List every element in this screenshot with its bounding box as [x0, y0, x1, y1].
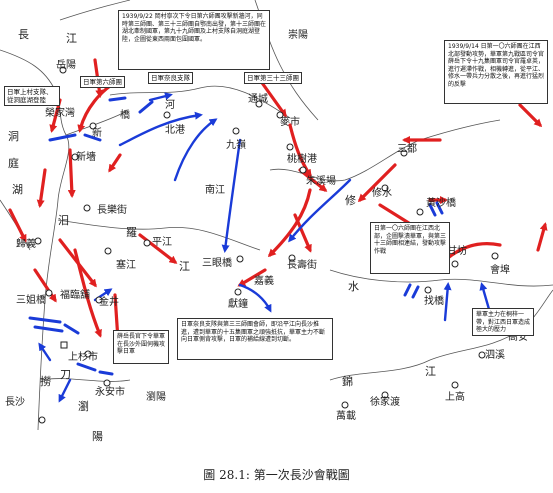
label-shui: 水 [348, 280, 359, 293]
label-dao: 刀 [60, 368, 71, 381]
label-sandu: 三都 [397, 143, 417, 155]
label-beigang: 北港 [165, 124, 185, 136]
label-zhaqiao: 找橋 [424, 294, 444, 307]
note-1939-09-14: 1939/9/14 日第一〇六師團在江西北部發動攻勢，華軍第九戰區司令官薛岳下令… [444, 40, 548, 104]
label-liuyang: 瀏 [78, 399, 89, 413]
label-jiuling: 九嶺 [226, 139, 246, 151]
label-ting: 庭 [8, 156, 19, 170]
label-xiushui2: 修水 [372, 186, 392, 199]
label-yang: 陽 [92, 430, 103, 443]
chinese-counter-arrows [38, 92, 497, 403]
label-jiang: 江 [66, 32, 77, 45]
note-nara-detachment: 日軍奈良支隊與第三三師團會師，即沿平江向長沙推進，遭到華軍的十五集團軍之頑強抵抗… [177, 318, 333, 360]
jp-arrow-18 [237, 268, 267, 287]
cn-arrow-1 [173, 118, 218, 182]
note-chinese-main-force: 華軍主力在桐梓一帶，對江西日軍造成極大的壓力 [472, 308, 534, 336]
cn-arrow-3 [118, 111, 203, 147]
figure-caption: 圖 28.1: 第一次長沙會戰圖 [203, 468, 350, 482]
label-ganfang: 甘坊 [447, 244, 467, 257]
label-chang: 長 [18, 28, 29, 41]
label-jin: 錦 [342, 374, 353, 388]
label-laodao: 撈 [40, 374, 51, 388]
label-guiyi: 歸義 [16, 237, 36, 250]
label-he: 河 [165, 99, 175, 111]
label-xujiadu: 徐家渡 [370, 395, 400, 408]
label-yongan: 永安市 [95, 385, 125, 398]
label-saigong: 塞江 [116, 258, 136, 271]
label-xin: 新 [92, 126, 102, 139]
cn-arrow-11 [148, 92, 173, 102]
label-taoshugang: 桃樹港 [287, 152, 317, 165]
label-jiang2: 江 [179, 260, 190, 273]
label-jiangx: 江 [425, 365, 436, 378]
label-huifu: 會埠 [490, 263, 510, 276]
label-changsha: 長沙 [5, 396, 25, 408]
label-jiayi: 嘉義 [254, 274, 274, 287]
tag-33rd-division: 日軍第三十三師團 [244, 72, 302, 84]
label-huangshaqiao: 黃沙橋 [426, 196, 456, 209]
label-maishi: 麥市 [280, 115, 300, 128]
label-xiushui: 修 [345, 193, 356, 207]
jp-arrow-17 [293, 213, 312, 253]
label-jinjing: 金井 [99, 295, 119, 308]
label-sixi: 泗溪 [485, 349, 505, 361]
label-wanzai: 萬載 [336, 409, 356, 422]
jp-arrow-13 [258, 78, 287, 118]
label-pingjiang: 平江 [152, 236, 172, 248]
cn-arrow-7 [38, 342, 52, 362]
note-106-division: 日第一〇六師團在江西北部，企圖擊潰華軍，與第三十三師團相連結，發動攻擊作戰 [370, 222, 450, 274]
jp-arrow-19 [357, 163, 397, 203]
defense-lines [28, 96, 444, 376]
jp-arrow-5 [36, 168, 47, 208]
jp-arrow-24 [518, 103, 543, 128]
note-xueyue-order: 薛岳長官下令華軍在長沙外圍伺機攻擊日軍 [113, 330, 169, 364]
label-nanjiang: 南江 [205, 183, 225, 196]
jp-arrow-15 [298, 168, 328, 192]
label-yueyang: 岳陽 [56, 59, 76, 71]
label-dongting: 洞 [8, 130, 19, 143]
label-tongcheng: 通城 [248, 93, 268, 105]
jp-arrow-16 [267, 188, 312, 258]
label-sanyanqiao: 三眼橋 [202, 256, 232, 269]
label-fulinpu: 福臨舖 [60, 288, 90, 301]
jp-arrow-6 [8, 208, 27, 243]
label-zhuxichang: 朱溪場 [306, 174, 336, 187]
note-1939-09-22: 1939/9/22 岡村寧次下令日第六師團攻擊新牆河，同時第三師團、第三十三師團… [118, 10, 270, 70]
label-puyang: 瀏陽 [146, 390, 166, 403]
cn-arrow-4 [288, 178, 352, 243]
tag-6th-division: 日軍第六師團 [80, 76, 125, 88]
label-shanggao: 上高 [445, 390, 465, 403]
tag-kamimura-detachment: 日軍上村支隊、從洞庭湖登陸 [4, 86, 60, 106]
label-donggu: 獻鐘 [228, 297, 248, 310]
label-chongyang: 崇陽 [288, 29, 308, 41]
tag-nara-detachment: 日軍奈良支隊 [148, 72, 193, 84]
jp-arrow-9 [73, 248, 102, 338]
label-sanzhiqiao: 三姐橋 [16, 293, 46, 306]
japanese-advance-arrows [8, 58, 548, 343]
label-gulu: 汨 [58, 214, 69, 227]
place-labels: 長 江 岳陽 崇陽 通城 榮家灣 新 新墻 橋 河 北港 九嶺 麥市 桃樹港 朱… [5, 28, 528, 443]
jp-arrow-11 [138, 233, 178, 264]
jp-arrow-14 [288, 123, 312, 178]
jp-arrow-3 [67, 148, 76, 198]
label-hu: 湖 [12, 183, 23, 196]
label-luo: 羅 [126, 226, 137, 239]
label-shangshanshi: 上杉市 [68, 350, 98, 363]
town-markers [34, 66, 499, 424]
cn-arrow-9 [443, 282, 452, 322]
jp-arrow-12 [108, 153, 122, 173]
label-qiaoshi: 橋 [120, 108, 130, 121]
label-rongjiawan: 榮家灣 [45, 106, 75, 119]
jp-arrow-25 [536, 222, 548, 252]
label-changlejie: 長樂街 [97, 203, 127, 216]
label-xinqiang: 新墻 [76, 150, 96, 163]
cn-arrow-5 [238, 283, 272, 313]
cn-arrow-8 [58, 378, 72, 403]
cn-arrow-2 [221, 138, 242, 253]
changsha-marker [60, 341, 68, 349]
label-changshou: 長壽街 [287, 258, 317, 271]
